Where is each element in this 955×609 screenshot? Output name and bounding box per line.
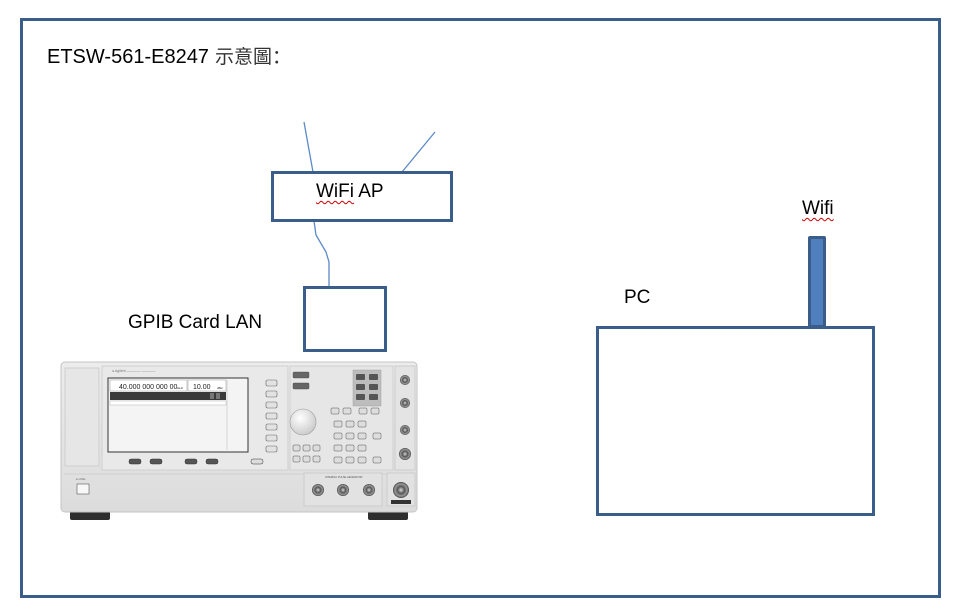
lan-cable (313, 220, 330, 287)
ap-antenna-left (303, 121, 314, 173)
rf-output-connector (393, 482, 409, 498)
svg-text:INTERNAL PULSE GENERATOR: INTERNAL PULSE GENERATOR (325, 476, 363, 479)
rotary-knob (289, 408, 317, 436)
wifi-ap-label: WiFi AP (316, 181, 384, 203)
screen-bottom-keys (128, 458, 264, 465)
ap-antenna-right (401, 131, 436, 173)
title-model: ETSW-561-E8247 (47, 46, 209, 68)
title-cjk: 示意圖： (214, 46, 291, 68)
instrument-logo: ● Agilent ———— ———— (112, 369, 156, 373)
softkeys (265, 379, 278, 453)
amplitude-readout: 10.00 (193, 384, 211, 391)
wifi-ap-label-ap: AP (353, 181, 384, 202)
gpib-card-label: GPIB Card LAN (128, 312, 263, 333)
keypad (292, 407, 382, 464)
pc-wifi-label-text: Wifi (802, 198, 834, 219)
pc-wifi-label: Wifi (802, 198, 834, 220)
wifi-ap-box (271, 171, 453, 222)
pc-wifi-antenna (808, 236, 826, 328)
amplitude-unit: dBm (217, 386, 224, 390)
wifi-ap-label-wifi: WiFi (316, 181, 354, 202)
amplitude-key (292, 382, 310, 390)
front-connectors (399, 375, 411, 460)
pc-label: PC (624, 287, 651, 308)
pc-box (596, 326, 875, 516)
signal-generator-instrument: ● Agilent ———— ———— 40.000 000 000 00 GH… (60, 361, 418, 520)
frequency-unit: GHz (177, 386, 184, 390)
connector-column (394, 365, 416, 471)
frequency-readout: 40.000 000 000 00 (119, 384, 177, 391)
gpib-card-box (303, 286, 387, 352)
frequency-key (292, 371, 310, 379)
instrument-left-panel (64, 367, 100, 467)
power-switch (76, 483, 90, 495)
svg-text:● LINE: ● LINE (76, 477, 85, 481)
